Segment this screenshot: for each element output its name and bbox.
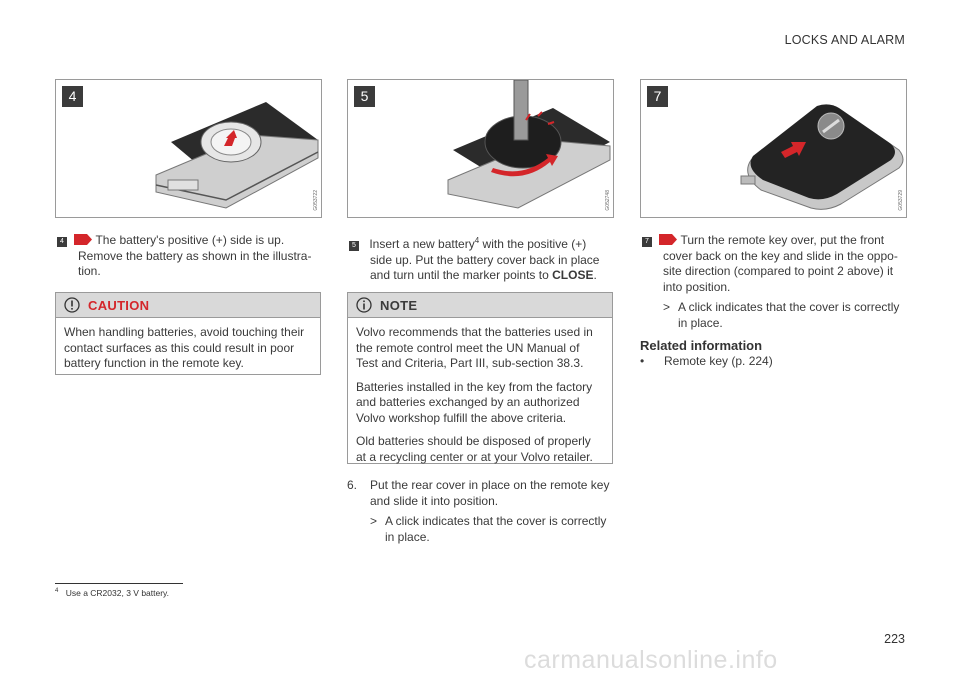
battery-removal-illustration (155, 102, 319, 209)
figure-number: 4 (62, 86, 83, 107)
step-5-line-2: side up. Put the battery cover back in p… (370, 252, 600, 267)
related-link-remote-key[interactable]: Remote key (p. 224) (664, 354, 773, 368)
step-6-result-1: A click indicates that the cover is corr… (385, 514, 607, 528)
caution-icon (64, 297, 80, 313)
note-line: the remote control meet the UN Manual of (356, 340, 580, 355)
caution-box: CAUTION When handling batteries, avoid t… (55, 292, 321, 375)
step-5-line-3c: . (593, 268, 597, 282)
step-6-text: 6. Put the rear cover in place on the rem… (347, 478, 613, 545)
step-7-line-4: into position. (663, 279, 731, 294)
callout-marker-icon (74, 234, 93, 245)
step-7-result-2: in place. (678, 315, 723, 330)
note-paragraph-3: Old batteries should be disposed of prop… (356, 434, 604, 465)
note-line: Volvo recommends that the batteries used… (356, 325, 593, 339)
related-title: Related information (640, 338, 763, 353)
note-paragraph-2: Batteries installed in the key from the … (356, 380, 604, 427)
result-marker: > (663, 300, 671, 314)
footnote-ref: 4 (474, 236, 480, 245)
figure-code: G052748 (605, 190, 611, 211)
caution-title: CAUTION (88, 298, 150, 313)
step-number: 7 (642, 237, 652, 247)
related-information: Related information • Remote key (p. 224) (640, 338, 906, 370)
footnote-text: Use a CR2032, 3 V battery. (65, 588, 170, 598)
figure-7-front-cover: 7 G053729 (640, 79, 907, 218)
caution-line: battery function in the remote key. (64, 356, 244, 370)
step-number: 5 (349, 241, 359, 251)
step-7-line-1: Turn the remote key over, put the front (680, 233, 885, 247)
step-6-line-1: Put the rear cover in place on the remot… (370, 478, 610, 492)
caution-line: When handling batteries, avoid touching … (64, 325, 305, 339)
note-line: Test and Criteria, Part III, sub-section… (356, 356, 584, 370)
caution-header: CAUTION (56, 293, 320, 318)
note-body: Volvo recommends that the batteries used… (348, 318, 612, 465)
step-7-text: 7 Turn the remote key over, put the fron… (642, 233, 906, 331)
result-marker: > (370, 514, 378, 528)
front-cover-illustration (740, 104, 904, 210)
step-7-result-1: A click indicates that the cover is corr… (678, 300, 900, 314)
page-number: 223 (884, 632, 905, 646)
step-6-line-2: and slide it into position. (370, 493, 499, 508)
figure-code: G053729 (898, 190, 904, 211)
callout-marker-icon (659, 234, 678, 245)
step-4-line-1: The battery's positive (+) side is up. (95, 233, 285, 247)
step-6-result-2: in place. (385, 529, 430, 544)
figure-4-battery-removal: 4 G053722 (55, 79, 322, 218)
step-5-text: 5 Insert a new battery4 with the positiv… (349, 233, 611, 284)
figure-number: 5 (354, 86, 375, 107)
note-title: NOTE (380, 298, 418, 313)
figure-5-battery-insert: 5 G052748 (347, 79, 614, 218)
note-box: NOTE Volvo recommends that the batteries… (347, 292, 613, 464)
note-line: Batteries installed in the key from the … (356, 379, 593, 394)
footnote-divider (55, 583, 183, 584)
bullet: • (640, 354, 645, 368)
footnote-number: 4 (55, 588, 59, 595)
note-line: at a recycling center or at your Volvo r… (356, 449, 593, 464)
watermark: carmanualsonline.info (524, 646, 778, 674)
note-line: Volvo workshop fulfill the above criteri… (356, 410, 567, 425)
step-number: 6. (347, 478, 358, 492)
step-4-text: 4 The battery's positive (+) side is up.… (57, 233, 319, 280)
note-line: and batteries exchanged by an authorized (356, 395, 580, 409)
step-7-line-3: site direction (compared to point 2 abov… (663, 264, 894, 278)
step-number: 4 (57, 237, 67, 247)
battery-insert-illustration (447, 80, 611, 209)
step-7-line-2: cover back on the key and slide in the o… (663, 248, 898, 263)
close-word: CLOSE (552, 268, 594, 282)
note-header: NOTE (348, 293, 612, 318)
figure-code: G053722 (313, 190, 319, 211)
note-line: Old batteries should be disposed of prop… (356, 434, 591, 448)
step-4-line-2: Remove the battery as shown in the illus… (78, 248, 312, 263)
note-paragraph-1: Volvo recommends that the batteries used… (356, 325, 604, 372)
step-4-line-3: tion. (78, 264, 101, 278)
figure-number: 7 (647, 86, 668, 107)
caution-body: When handling batteries, avoid touching … (56, 318, 320, 372)
footnote: 4 Use a CR2032, 3 V battery. (55, 588, 169, 598)
step-5-line-1b: with the positive (+) (479, 237, 587, 251)
running-header: LOCKS AND ALARM (784, 33, 905, 47)
step-5-line-3a: and turn until the marker points to (370, 268, 553, 282)
info-icon (356, 297, 372, 313)
caution-line: contact surfaces as this could result in… (64, 340, 295, 355)
step-5-line-1a: Insert a new battery (369, 237, 475, 251)
